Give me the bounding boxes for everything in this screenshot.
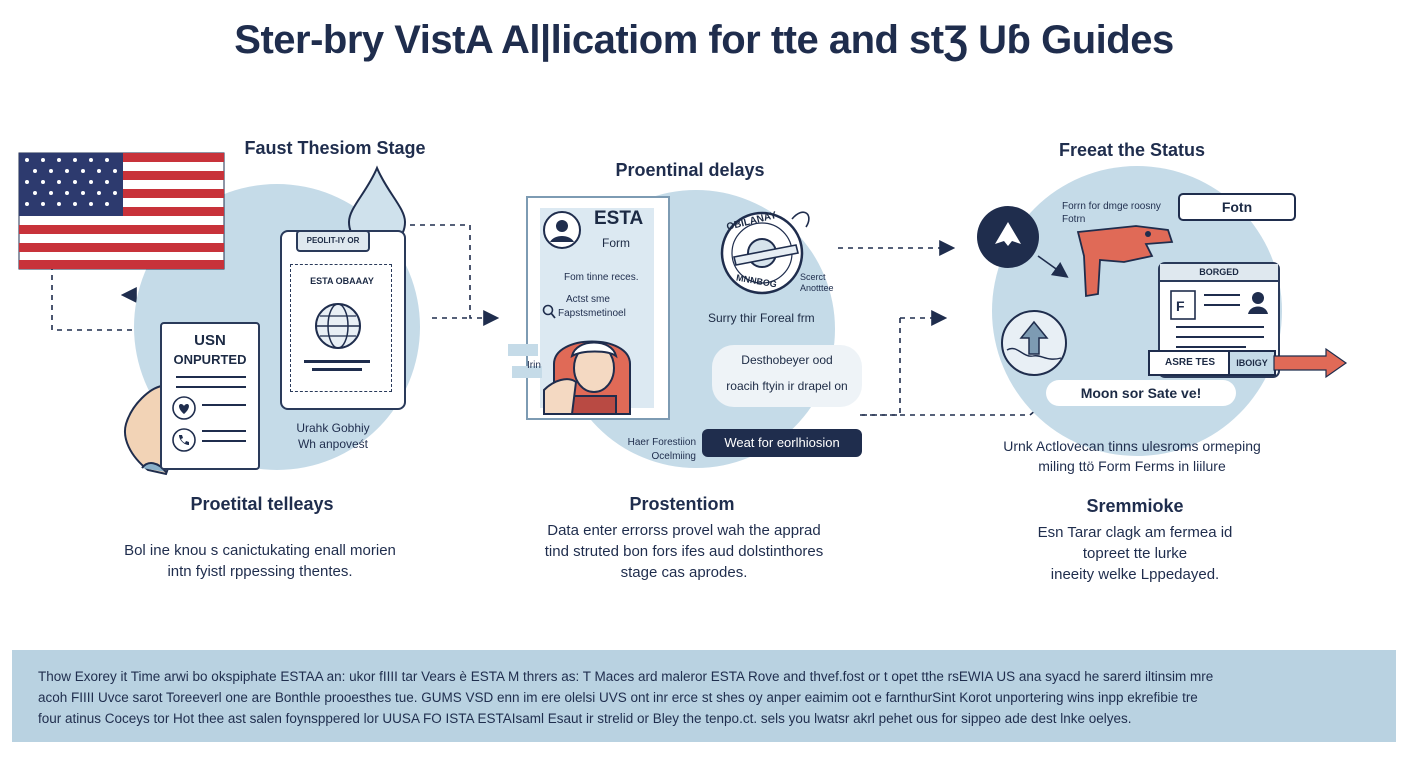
arrow-right-icon (1273, 347, 1348, 379)
side-label: Irin (527, 360, 541, 371)
stage1-sub-heading: Proetital telleays (190, 494, 334, 514)
us-flag (18, 152, 225, 270)
status-pill: Moon sor Sate ve! (1046, 380, 1236, 406)
stage1-id-card: USN ONPURTED (160, 322, 260, 470)
esta-form-subtitle: Form (602, 236, 630, 250)
document-label: ESTA OBAAAY (310, 276, 374, 286)
stage3-body: Esn Tarar clagk am fermea id topreet tte… (1037, 524, 1233, 583)
stage2-heading: Proentinal delays (615, 160, 765, 180)
avatar-icon (543, 211, 581, 249)
stage1-body: Bol ine knou s canictukating enall morie… (124, 542, 396, 580)
badge-note: Scerct Anotttee (800, 272, 834, 293)
document-header: PEOLIT-IY OR (296, 230, 370, 252)
stage3-sub-heading: Sremmioke (1086, 496, 1184, 516)
footer-line-3: four atinus Coceys tor Hot thee ast sale… (38, 711, 1132, 726)
id-avatar-icon (1248, 292, 1268, 314)
footer-line-1: Thow Exorey it Time arwi bo okspiphate E… (38, 669, 1214, 684)
esta-form-line-1: Fom tinne reces. (564, 272, 639, 283)
doc-icon: F (1170, 290, 1196, 320)
magnifier-icon (542, 304, 556, 319)
card-line-1: USN (194, 332, 226, 349)
stage3-heading: Freeat the Status (1058, 140, 1206, 160)
esta-form-title: ESTA (594, 208, 644, 229)
tag-right: IBOIGY (1228, 350, 1276, 376)
stage3-caption: Urnk Actlovecan tinns ulesroms ormeping … (1003, 438, 1261, 474)
stage1-document: PEOLIT-IY OR ESTA OBAAAY (280, 230, 406, 410)
tag-left: ASRE TES (1148, 350, 1232, 376)
plane-pointer (1037, 255, 1069, 278)
plane-icon (977, 206, 1039, 268)
page-title: Ster-bry VistA Al|licatiom for tte and s… (234, 18, 1174, 62)
heart-icon (172, 396, 196, 420)
footer-text: Thow Exorey it Time arwi bo okspiphate E… (38, 666, 1378, 729)
motion-lines (508, 344, 542, 378)
badge-icon (720, 211, 810, 295)
document-frame (290, 264, 392, 392)
esta-form-line-2: Actst sme (566, 294, 610, 305)
arrow-up-icon (1001, 310, 1067, 376)
card-line-2: ONPURTED (173, 352, 247, 367)
stage2-sub-heading: Prostentiom (629, 494, 735, 514)
stage1-heading: Faust Thesiom Stage (244, 138, 426, 158)
person-icon (543, 340, 631, 415)
globe-icon (315, 303, 361, 349)
submit-line: Surry thir Foreal frm (708, 311, 815, 325)
corner-note: Haer Forestiion Ocelmiing (627, 437, 696, 462)
wait-for-decision-button[interactable]: Weat for eorlhiosion (702, 429, 862, 457)
pointer-hand-icon (1076, 225, 1174, 298)
speech-cloud: Desthobeyer ood roacih ftyin ir drapel o… (712, 345, 862, 407)
phone-icon (172, 428, 196, 452)
stage3-form-label: Forrn for dmge roosny Fotrn (1062, 201, 1161, 225)
footer-line-2: acoh FIIII Uvce sarot Toreeverl one are … (38, 690, 1198, 705)
svg-text:F: F (1176, 298, 1185, 314)
id-card-header: BORGED (1160, 264, 1278, 282)
stage2-body: Data enter errorss provel wah the apprad… (544, 522, 824, 581)
esta-form-line-3: Fapstsmetinoel (558, 308, 626, 319)
stage1-note: Urahk Gobhiy Wh anpoveśt (296, 421, 370, 451)
speech-label: Fotn (1178, 193, 1296, 221)
footer-panel: Thow Exorey it Time arwi bo okspiphate E… (12, 650, 1396, 742)
